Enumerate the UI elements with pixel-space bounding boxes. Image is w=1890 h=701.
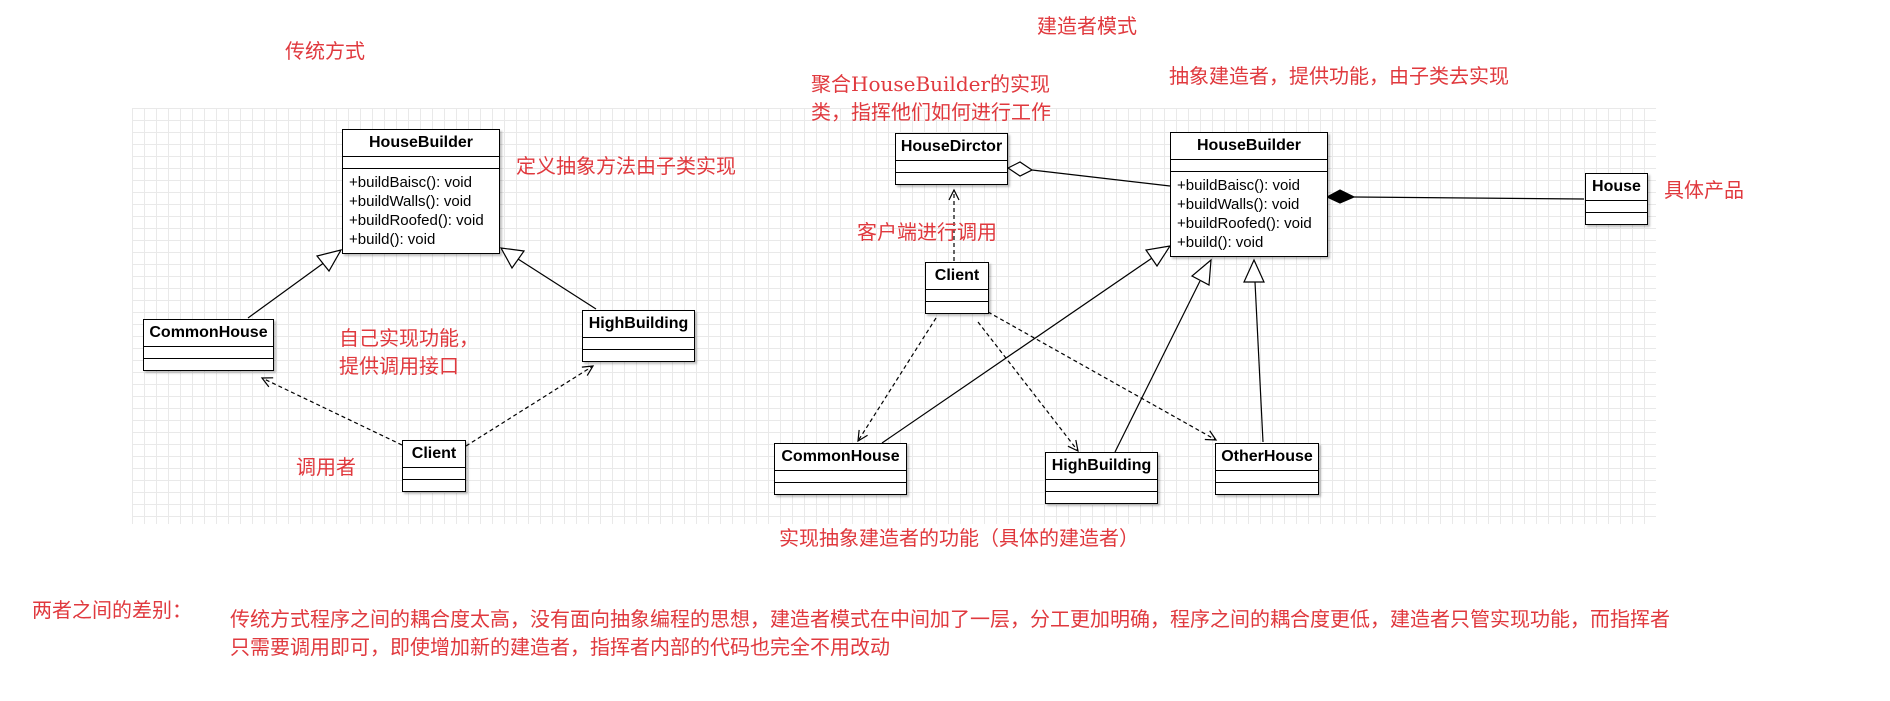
note-abstract-builder: 抽象建造者，提供功能，由子类去实现 bbox=[1169, 64, 1509, 88]
class-name: CommonHouse bbox=[775, 444, 906, 471]
note-concrete-builders: 实现抽象建造者的功能（具体的建造者） bbox=[779, 526, 1139, 550]
right-client-to-otherhouse bbox=[987, 311, 1218, 441]
right-otherhouse-extends-line bbox=[1254, 281, 1264, 443]
methods-section bbox=[1046, 492, 1157, 503]
right-composition-diamond bbox=[1325, 189, 1356, 204]
class-name: OtherHouse bbox=[1216, 444, 1318, 471]
left-commonhouse-extends-arrow bbox=[315, 249, 343, 273]
methods-section bbox=[403, 480, 465, 491]
left-highbuilding-class[interactable]: HighBuilding bbox=[582, 310, 695, 362]
right-housebuilder-class[interactable]: HouseBuilder +buildBaisc(): void +buildW… bbox=[1170, 132, 1328, 257]
methods-section: +buildBaisc(): void +buildWalls(): void … bbox=[1171, 172, 1327, 256]
attributes-section bbox=[1046, 480, 1157, 492]
left-highbuilding-extends-arrow bbox=[499, 247, 526, 270]
class-name: HighBuilding bbox=[583, 311, 694, 338]
right-highbuilding-class[interactable]: HighBuilding bbox=[1045, 452, 1158, 504]
right-house-composition-line bbox=[1353, 196, 1585, 200]
right-commonhouse-class[interactable]: CommonHouse bbox=[774, 443, 907, 495]
methods-section bbox=[583, 350, 694, 361]
right-client-to-commonhouse bbox=[857, 317, 937, 443]
left-client-to-highbuilding bbox=[465, 365, 595, 447]
method: +buildBaisc(): void bbox=[349, 174, 472, 191]
note-aggregate-1: 聚合HouseBuilder的实现 bbox=[811, 72, 1051, 96]
right-housedirector-class[interactable]: HouseDirctor bbox=[895, 133, 1008, 185]
note-define-abstract: 定义抽象方法由子类实现 bbox=[516, 154, 736, 178]
note-self-implement-2: 提供调用接口 bbox=[339, 354, 459, 378]
right-title: 建造者模式 bbox=[1037, 14, 1137, 38]
right-client-to-highbuilding bbox=[977, 321, 1079, 453]
methods-section bbox=[926, 302, 988, 313]
method: +buildWalls(): void bbox=[349, 193, 472, 210]
right-commonhouse-extends-line bbox=[881, 255, 1156, 444]
methods-section bbox=[775, 483, 906, 494]
methods-section bbox=[144, 359, 273, 370]
difference-text-line2: 只需要调用即可，即使增加新的建造者，指挥者内部的代码也完全不用改动 bbox=[230, 635, 890, 659]
class-name: Client bbox=[926, 263, 988, 290]
right-otherhouse-extends-arrow bbox=[1243, 258, 1265, 283]
attributes-section bbox=[775, 471, 906, 483]
class-name: House bbox=[1586, 174, 1647, 201]
attributes-section bbox=[926, 290, 988, 302]
method: +build(): void bbox=[1177, 234, 1264, 251]
right-otherhouse-class[interactable]: OtherHouse bbox=[1215, 443, 1319, 495]
left-commonhouse-extends-line bbox=[247, 261, 326, 319]
left-highbuilding-extends-line bbox=[517, 258, 597, 310]
attributes-section bbox=[583, 338, 694, 350]
method: +build(): void bbox=[349, 231, 436, 248]
note-aggregate-2: 类，指挥他们如何进行工作 bbox=[811, 100, 1051, 124]
note-self-implement-1: 自己实现功能， bbox=[339, 326, 479, 350]
class-name: HouseDirctor bbox=[896, 134, 1007, 161]
methods-section bbox=[1216, 483, 1318, 494]
left-client-to-commonhouse bbox=[260, 377, 403, 446]
methods-section: +buildBaisc(): void +buildWalls(): void … bbox=[343, 169, 499, 253]
left-client-class[interactable]: Client bbox=[402, 440, 466, 492]
left-housebuilder-class[interactable]: HouseBuilder +buildBaisc(): void +buildW… bbox=[342, 129, 500, 254]
method: +buildWalls(): void bbox=[1177, 196, 1300, 213]
difference-text-line1: 传统方式程序之间的耦合度太高，没有面向抽象编程的思想，建造者模式在中间加了一层，… bbox=[230, 607, 1670, 631]
attributes-section bbox=[144, 347, 273, 359]
right-client-class[interactable]: Client bbox=[925, 262, 989, 314]
method: +buildRoofed(): void bbox=[349, 212, 484, 229]
right-house-class[interactable]: House bbox=[1585, 173, 1648, 225]
attributes-section bbox=[1586, 201, 1647, 213]
attributes-section bbox=[896, 161, 1007, 173]
method: +buildRoofed(): void bbox=[1177, 215, 1312, 232]
attributes-section bbox=[1216, 471, 1318, 483]
methods-section bbox=[896, 173, 1007, 184]
right-aggregation-diamond bbox=[1006, 161, 1034, 177]
right-director-aggregation-line bbox=[1031, 169, 1171, 187]
attributes-section bbox=[343, 157, 499, 169]
note-caller: 调用者 bbox=[296, 455, 356, 479]
attributes-section bbox=[1171, 160, 1327, 172]
class-name: Client bbox=[403, 441, 465, 468]
method: +buildBaisc(): void bbox=[1177, 177, 1300, 194]
right-highbuilding-extends-line bbox=[1114, 280, 1201, 453]
class-name: HighBuilding bbox=[1046, 453, 1157, 480]
left-title: 传统方式 bbox=[285, 39, 365, 63]
class-name: HouseBuilder bbox=[1171, 133, 1327, 160]
class-name: CommonHouse bbox=[144, 320, 273, 347]
right-commonhouse-extends-arrow bbox=[1144, 245, 1172, 268]
difference-label: 两者之间的差别： bbox=[32, 598, 192, 622]
methods-section bbox=[1586, 213, 1647, 224]
attributes-section bbox=[403, 468, 465, 480]
note-client-call: 客户端进行调用 bbox=[857, 220, 997, 244]
left-commonhouse-class[interactable]: CommonHouse bbox=[143, 319, 274, 371]
note-product: 具体产品 bbox=[1664, 178, 1744, 202]
right-highbuilding-extends-arrow bbox=[1190, 258, 1212, 286]
class-name: HouseBuilder bbox=[343, 130, 499, 157]
